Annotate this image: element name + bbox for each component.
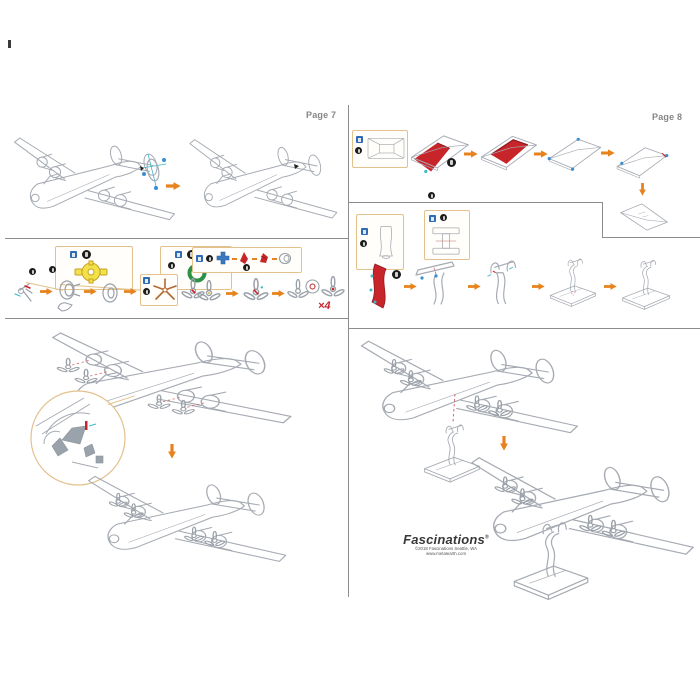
cone-front-part (305, 279, 320, 294)
small-bracket-part (57, 302, 73, 312)
page8-label: Page 8 (652, 112, 683, 122)
arrow-right-icon (604, 283, 617, 290)
right-top-border (349, 202, 602, 203)
sequence-dash (252, 258, 257, 260)
arrow-right-icon (40, 288, 53, 295)
arrow-right-icon (272, 290, 285, 297)
arrow-right-icon (532, 283, 545, 290)
attach-arrow-mark (294, 164, 299, 169)
part-number-badge-icon (206, 255, 213, 262)
arrow-right-icon (468, 283, 481, 290)
canopy-step5-flipped (620, 203, 668, 231)
propeller-step (196, 280, 222, 306)
part-number-badge-icon (355, 147, 362, 154)
part-number-badge-icon (360, 240, 367, 247)
blue-cross-part (216, 251, 230, 265)
canopy-step1-red (408, 126, 472, 174)
sheet-badge-icon (429, 215, 436, 222)
left-strip-top-border (5, 238, 348, 239)
sheet-badge-icon (361, 228, 368, 235)
yellow-hub-part (74, 260, 108, 284)
red-pylon-part (369, 263, 387, 309)
arrow-right-icon (226, 290, 239, 297)
spinner-cone-part (278, 252, 292, 265)
arrow-right-icon (124, 288, 137, 295)
stand-step-cradle-flat (415, 261, 455, 305)
part-number-badge-icon (428, 192, 435, 199)
airplane-on-stand (460, 446, 698, 564)
part-number-badge-icon (49, 266, 56, 273)
arrow-down-icon (168, 444, 176, 459)
part-number-badge-icon (29, 268, 36, 275)
sheet-badge-icon (196, 255, 203, 262)
arrow-right-icon (84, 288, 97, 295)
sheet-badge-icon (143, 277, 150, 284)
arrow-down-icon (500, 436, 508, 451)
canopy-step2-red-folded (478, 128, 540, 174)
arrow-down-icon (639, 183, 646, 196)
propeller-blade-star-part (153, 278, 177, 300)
part-number-badge-icon (168, 262, 175, 269)
hub-ring-assembly (59, 280, 81, 300)
part-number-badge-icon (82, 250, 91, 259)
airplane-props-attached (78, 466, 290, 570)
propeller-step (242, 278, 270, 306)
canopy-step4 (614, 138, 669, 184)
arrow-right-icon (534, 150, 548, 158)
stand-step-cradle-formed (487, 254, 522, 306)
attach-dashed-line (452, 393, 456, 423)
right-top-notch-border (602, 202, 603, 237)
part-number-badge-icon (440, 214, 447, 221)
column-divider (348, 105, 349, 597)
arrow-right-icon (404, 283, 417, 290)
registered-mark: ® (484, 534, 489, 541)
red-spinner-folded (260, 253, 268, 263)
part-number-badge-icon (447, 158, 456, 167)
red-spinner-part (240, 252, 248, 264)
right-notch-bottom-border (602, 237, 700, 238)
propeller-subassembly (180, 278, 206, 304)
page7-label: Page 7 (306, 110, 337, 120)
stand-step-on-base (544, 246, 602, 312)
brand-logo: Fascinations® ©2018 Fascinations Seattle… (398, 532, 494, 559)
part-number-badge-icon (143, 288, 150, 295)
arrow-right-icon (464, 150, 478, 158)
sheet-badge-icon (356, 136, 363, 143)
sequence-dash (232, 258, 237, 260)
brand-name: Fascinations® (403, 532, 489, 547)
left-strip-bottom-border (5, 318, 348, 319)
sequence-dash (272, 258, 277, 260)
gear-shaft-parts (14, 283, 33, 302)
part-number-badge-icon (187, 250, 196, 259)
arrow-right-icon (601, 149, 615, 157)
part-number-badge-icon (243, 264, 250, 271)
quantity-multiplier: ×4 (318, 300, 331, 312)
canopy-step3 (547, 137, 604, 178)
pylon-outline-part (379, 226, 393, 259)
arrow-right-icon (166, 182, 181, 190)
brand-website: www.metalearth.com (425, 551, 467, 556)
sheet-badge-icon (175, 251, 182, 258)
crop-mark (8, 40, 11, 48)
airplane-step2-illustration (182, 130, 340, 226)
tail-fin-part (140, 153, 167, 190)
part-number-badge-icon (392, 270, 401, 279)
stand-complete (616, 248, 676, 314)
canopy-frame-part (367, 137, 405, 159)
cradle-beam-part (432, 227, 460, 255)
right-stand-bottom-border (349, 328, 700, 329)
brand-copyright: ©2018 Fascinations Seattle, WA (414, 547, 478, 552)
sheet-badge-icon (70, 251, 77, 258)
ring-collar-part (102, 283, 118, 303)
propeller-front-view (320, 276, 346, 302)
cockpit-detail-view (30, 390, 126, 486)
